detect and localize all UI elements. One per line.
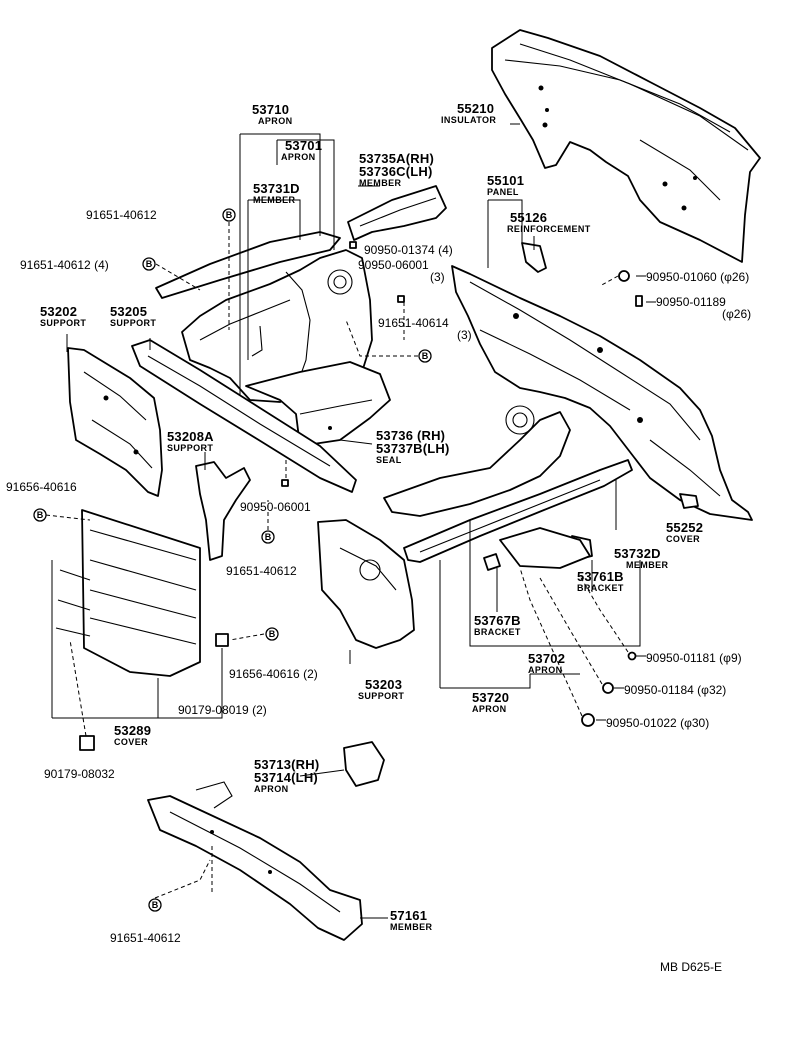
svg-text:B: B	[146, 259, 153, 269]
label-55210: 55210 INSULATOR	[441, 101, 497, 125]
support-53202	[67, 347, 163, 497]
label-53713: 53713(RH) 53714(LH) APRON	[254, 757, 320, 794]
label-57161: 57161 MEMBER	[390, 908, 433, 932]
label-53720: 53720 APRON	[472, 690, 510, 714]
label-53761B: 53761B BRACKET	[577, 569, 624, 593]
plug-90950-01184	[602, 682, 614, 694]
label-53289: 53289 COVER	[114, 723, 152, 747]
code-91656-40616-b: 91656-40616 (2)	[229, 667, 318, 681]
cover-53289	[55, 509, 201, 677]
bolt-marker-91651e: B	[148, 898, 162, 912]
svg-text:B: B	[265, 532, 272, 542]
code-90179-08032: 90179-08032	[44, 767, 115, 781]
label-55252: 55252 COVER	[666, 520, 704, 544]
label-90950-06001-a: 90950-06001 (3)	[358, 258, 445, 284]
code-90950-06001-b: 90950-06001	[240, 500, 311, 514]
insulator-55210	[491, 29, 761, 263]
apron-53713	[343, 741, 385, 787]
clip-90179-08019	[215, 633, 229, 647]
code-91651-40612-a: 91651-40612	[86, 208, 157, 222]
panel-55101	[451, 265, 753, 521]
label-53767B: 53767B BRACKET	[474, 613, 521, 637]
support-53205	[131, 339, 357, 493]
cover-55252	[679, 493, 699, 509]
apron-53702	[383, 405, 571, 517]
clip-90950-01374	[349, 241, 357, 249]
label-55126: 55126 REINFORCEMENT	[507, 210, 591, 234]
label-53701: 53701 APRON	[281, 138, 323, 162]
label-53208A: 53208A SUPPORT	[167, 429, 214, 453]
label-55101: 55101 PANEL	[487, 173, 525, 197]
bolt-marker-91651b: B	[142, 257, 156, 271]
bolt-marker-91656b: B	[265, 627, 279, 641]
label-53205: 53205 SUPPORT	[110, 304, 157, 328]
label-53702: 53702 APRON	[528, 651, 566, 675]
bolt-marker-91651d: B	[261, 530, 275, 544]
bracket-53767B	[483, 553, 501, 571]
dashed-guides	[45, 222, 629, 899]
member-53732D	[403, 459, 633, 563]
plug-90950-01181	[627, 651, 637, 661]
label-53202: 53202 SUPPORT	[40, 304, 87, 328]
reference-code: MB D625-E	[660, 960, 723, 974]
leader-lines	[51, 123, 656, 919]
support-53203	[317, 519, 415, 649]
code-91656-40616-a: 91656-40616	[6, 480, 77, 494]
code-91651-40612-d: 91651-40612	[226, 564, 297, 578]
member-53735A	[347, 185, 447, 241]
apron-53720	[499, 527, 591, 569]
label-53735: 53735A(RH) 53736C(LH) MEMBER	[359, 151, 434, 188]
clip-90950-06001	[397, 295, 405, 303]
code-90950-01374: 90950-01374 (4)	[364, 243, 453, 257]
label-53732D: 53732D MEMBER	[614, 546, 669, 570]
svg-text:B: B	[226, 210, 233, 220]
label-53736: 53736 (RH) 53737B(LH) SEAL	[376, 428, 450, 465]
code-90950-01181: 90950-01181 (φ9)	[646, 651, 742, 665]
code-90950-01184: 90950-01184 (φ32)	[624, 683, 727, 697]
bolt-marker-91656a: B	[33, 508, 47, 522]
code-91651-40612-b: 91651-40612 (4)	[20, 258, 109, 272]
code-91651-40612-e: 91651-40612	[110, 931, 181, 945]
nut-90179-08032	[79, 735, 95, 751]
member-57161	[147, 781, 363, 941]
plug-90950-01060	[618, 270, 630, 282]
code-90179-08019: 90179-08019 (2)	[178, 703, 267, 717]
apron-53701	[181, 249, 373, 403]
label-90950-01189: 90950-01189 (φ26)	[656, 295, 752, 321]
reinforcement-55126	[521, 242, 547, 273]
bolt-marker-91651c: B	[418, 349, 432, 363]
svg-text:B: B	[152, 900, 159, 910]
label-53731D: 53731D MEMBER	[253, 181, 300, 205]
code-90950-01022: 90950-01022 (φ30)	[606, 716, 710, 730]
plug-90950-01022	[581, 713, 595, 727]
label-53203: 53203 SUPPORT	[358, 677, 405, 701]
seal-53736	[245, 361, 391, 447]
svg-text:B: B	[422, 351, 429, 361]
svg-text:B: B	[37, 510, 44, 520]
label-53710: 53710 APRON	[252, 102, 293, 126]
label-91651-40614: 91651-40614 (3)	[378, 316, 472, 342]
code-90950-01060: 90950-01060 (φ26)	[646, 270, 750, 284]
plug-90950-01189	[635, 295, 643, 307]
support-53208A	[195, 461, 251, 561]
svg-text:B: B	[269, 629, 276, 639]
bolt-marker-91651a: B	[222, 208, 236, 222]
clip-90950-06001-lower	[281, 479, 289, 487]
